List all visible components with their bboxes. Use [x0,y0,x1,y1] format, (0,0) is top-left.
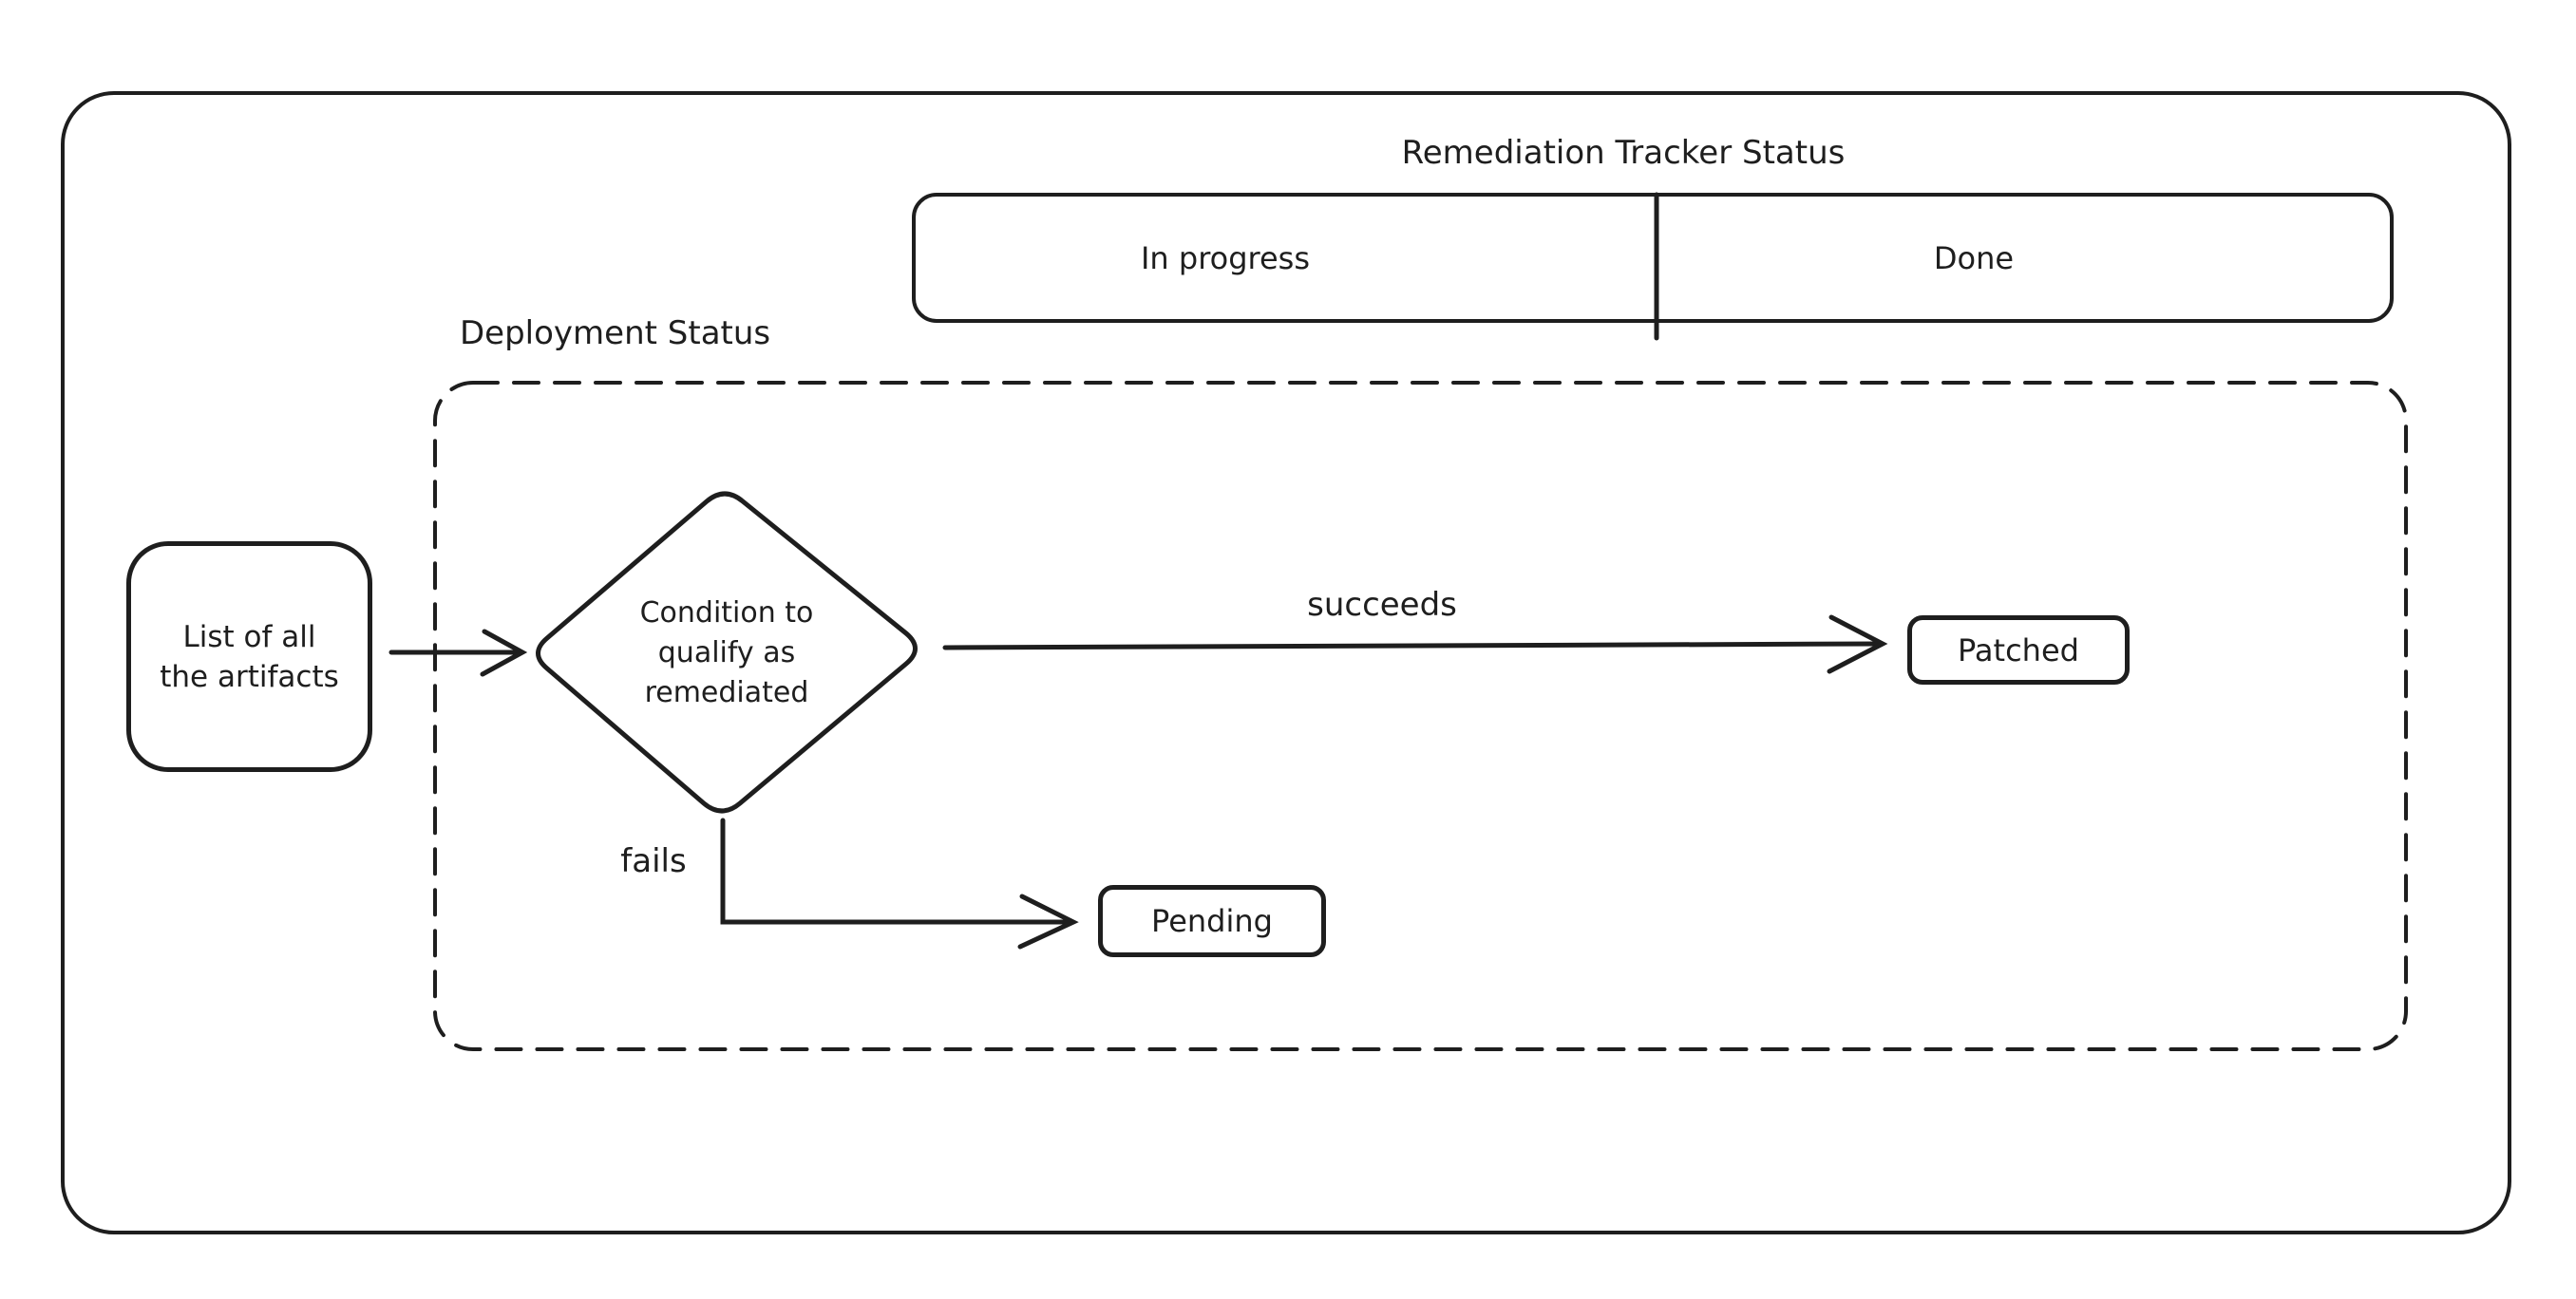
tracker-cell-in-progress: In progress [916,197,1660,319]
tracker-cell-done: Done [1660,197,2390,319]
decision-label-line2: qualify as [657,636,796,669]
artifacts-node-line2: the artifacts [160,659,339,694]
succeeds-edge-label: succeeds [1307,586,1457,624]
tracker-title: Remediation Tracker Status [1401,134,1846,172]
decision-label-line3: remediated [644,676,809,709]
artifacts-node: List of all the artifacts [126,541,372,772]
tracker-cell-in-progress-label: In progress [1140,239,1311,276]
deployment-status-label: Deployment Status [460,314,771,352]
pending-node-label: Pending [1151,903,1273,939]
patched-node-label: Patched [1958,631,2079,668]
artifacts-node-line1: List of all [182,619,316,654]
fails-edge-label: fails [620,842,687,880]
tracker-bar: In progress Done [912,193,2394,323]
tracker-cell-done-label: Done [1933,239,2015,276]
patched-node: Patched [1907,615,2130,685]
pending-node: Pending [1098,885,1326,957]
decision-label: Condition to qualify as remediated [584,593,869,713]
decision-label-line1: Condition to [639,596,814,630]
